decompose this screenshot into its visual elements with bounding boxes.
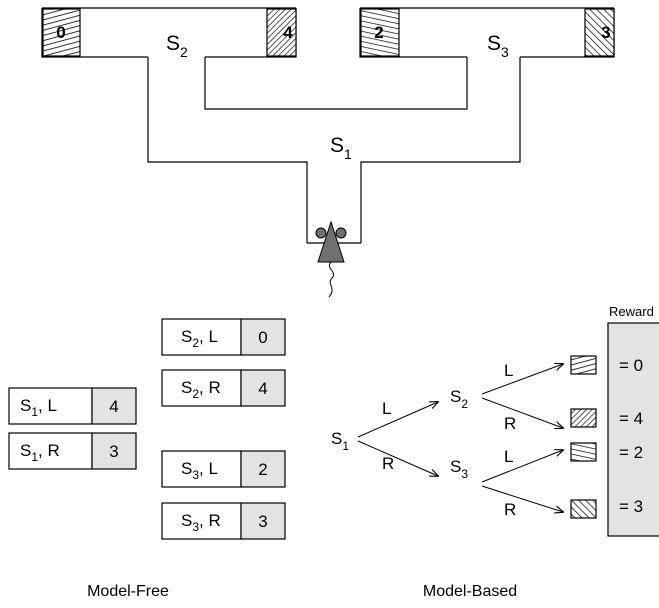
q-value: 0 [258, 328, 267, 347]
edge-s1-s3 [357, 440, 438, 476]
edge-s3-l [481, 450, 563, 483]
q-row-label: S2, L [181, 327, 218, 350]
q-value: 3 [258, 512, 267, 531]
q-value: 4 [258, 379, 267, 398]
edge-label-r: R [382, 454, 394, 473]
edge-s3-r [481, 485, 563, 512]
arm-reward-4: 4 [266, 8, 297, 57]
q-row-label: S3, L [181, 459, 218, 482]
arm-reward-label: 0 [56, 23, 65, 42]
maze-state-s2: S2 [166, 32, 188, 60]
q-value: 4 [109, 397, 118, 416]
model-free-caption: Model-Free [87, 583, 169, 600]
edge-s2-l [481, 364, 563, 395]
q-row-s3-l: S3, L 2 [161, 450, 286, 488]
reward-value: = 3 [619, 497, 643, 516]
arm-reward-3: 3 [584, 8, 615, 57]
reward-header: Reward [609, 304, 654, 319]
reward-panel [607, 322, 659, 537]
q-row-s2-l: S2, L 0 [161, 318, 286, 356]
maze-state-s1: S1 [330, 134, 352, 162]
arm-reward-0: 0 [42, 8, 81, 57]
reward-value: = 2 [619, 443, 643, 462]
arm-reward-label: 4 [283, 23, 293, 42]
reward-value: = 4 [619, 409, 643, 428]
edge-s1-s2 [357, 402, 438, 438]
q-value: 3 [109, 442, 118, 461]
model-based-caption: Model-Based [423, 583, 517, 600]
q-value: 2 [258, 460, 267, 479]
q-row-s1-r: S1, R 3 [8, 432, 137, 470]
arm-reward-2: 2 [360, 8, 400, 57]
edge-label-r: R [504, 414, 516, 433]
reward-value: = 0 [619, 356, 643, 375]
arm-reward-label: 2 [374, 23, 383, 42]
tree-node-s2: S2 [450, 387, 468, 411]
edge-s2-r [481, 397, 563, 428]
edge-label-l: L [382, 399, 391, 418]
maze-state-s3: S3 [487, 32, 509, 60]
q-row-s1-l: S1, L 4 [8, 387, 137, 425]
q-row-label: S2, R [181, 378, 221, 401]
model-based-tree: S1 L R S2 S3 L R L R Reward = 0 = 4 = 2 … [331, 304, 659, 600]
tree-root-s1: S1 [331, 429, 349, 453]
q-row-label: S1, R [20, 441, 60, 464]
edge-label-l: L [504, 447, 513, 466]
leaf-icon-reward-3 [570, 499, 597, 519]
t-maze: 0 4 2 3 S2 S3 S1 [41, 7, 615, 298]
arm-reward-label: 3 [601, 23, 610, 42]
q-row-s3-r: S3, R 3 [161, 502, 286, 540]
edge-label-r: R [504, 500, 516, 519]
leaf-icon-reward-2 [570, 442, 597, 462]
maze-walls [41, 7, 615, 244]
leaf-icon-reward-4 [570, 408, 597, 428]
edge-label-l: L [504, 361, 513, 380]
rat-icon [315, 220, 347, 298]
model-free-table: S1, L 4 S1, R 3 S2, L 0 S2, R 4 S3, L 2 [8, 318, 286, 600]
q-row-label: S1, L [20, 396, 57, 419]
leaf-icon-reward-0 [570, 355, 597, 375]
tree-node-s3: S3 [450, 457, 468, 481]
q-row-label: S3, R [181, 511, 221, 534]
q-row-s2-r: S2, R 4 [161, 369, 286, 407]
